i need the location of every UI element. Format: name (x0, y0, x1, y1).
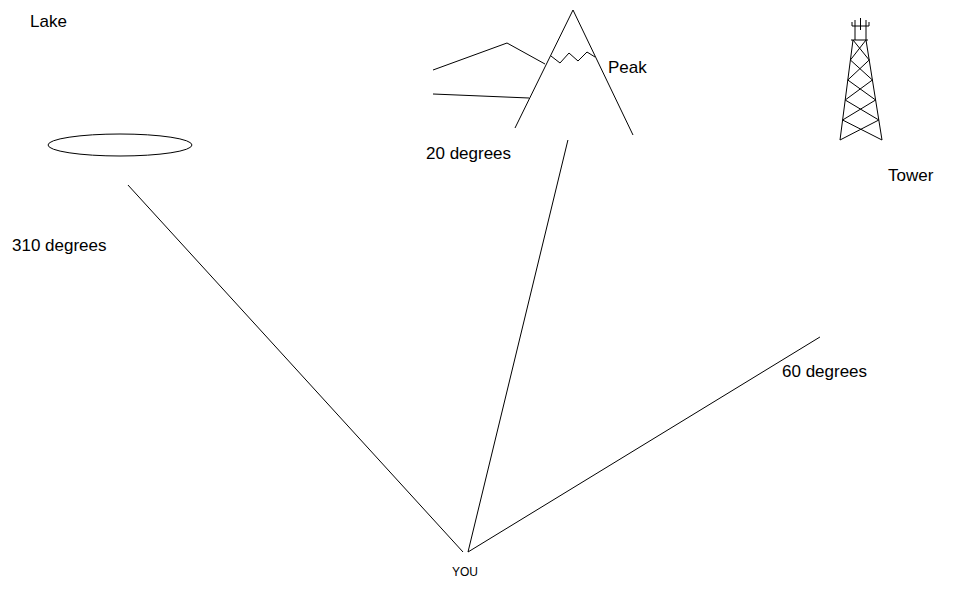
peak-marker: Peak (430, 6, 655, 140)
node-label: Tower (888, 166, 933, 186)
tower-leg (840, 40, 853, 140)
tower-brace (853, 40, 869, 60)
tower-marker: Tower (818, 16, 940, 337)
tower-brace (848, 80, 876, 100)
bearing-label: 20 degrees (424, 144, 513, 164)
node-label: Lake (30, 12, 67, 32)
observer-marker: YOU (440, 552, 490, 584)
tower-antenna (852, 26, 869, 27)
tower-brace (848, 60, 869, 80)
bearing-line (128, 185, 463, 552)
ridge-line (433, 94, 529, 98)
node-shape (28, 10, 198, 185)
tower-brace (845, 100, 879, 120)
node-label: YOU (452, 565, 478, 579)
bearing-label: 60 degrees (780, 362, 869, 382)
tower-brace (850, 40, 866, 60)
lake-outline (48, 134, 192, 156)
bearing-line (468, 140, 568, 552)
tower-brace (845, 80, 872, 100)
tower-antenna (866, 20, 867, 40)
tower-antenna (855, 20, 856, 40)
tower-brace (843, 120, 882, 140)
lake-marker: Lake (28, 10, 198, 185)
tower-antenna (852, 22, 853, 26)
tower-antenna (860, 18, 861, 30)
snow-line (551, 52, 595, 63)
tower-brace (843, 100, 876, 120)
tower-brace (840, 120, 879, 140)
tower-brace (850, 60, 872, 80)
ridge-line (433, 43, 545, 70)
bearing-line (468, 337, 820, 552)
bearing-label: 310 degrees (10, 236, 109, 256)
tower-antenna (869, 22, 870, 26)
node-label: Peak (608, 58, 647, 78)
